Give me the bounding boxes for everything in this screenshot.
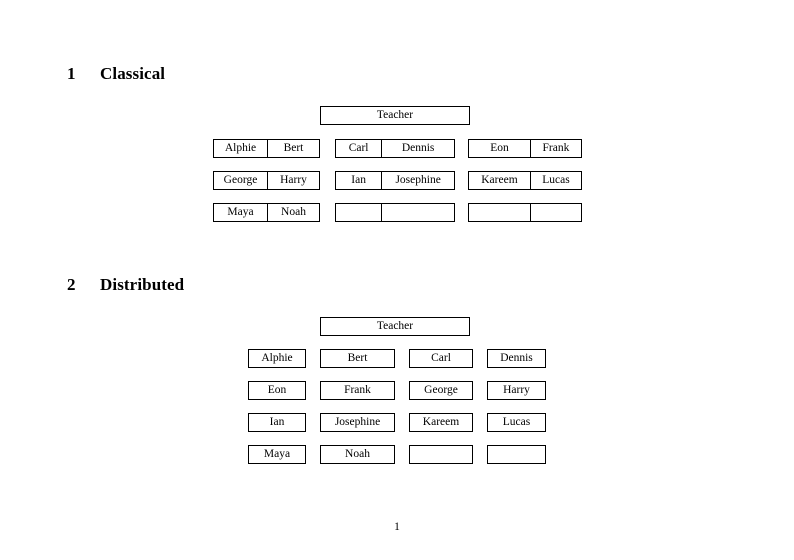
pair-box[interactable]: Ian Josephine [335,171,455,190]
student-box-empty[interactable] [487,445,546,464]
section-number: 2 [67,275,76,294]
pair-cell-left[interactable]: Ian [351,174,366,186]
pair-box[interactable]: Maya Noah [213,203,320,222]
pair-cell-left[interactable] [336,204,381,221]
pair-cell-right[interactable]: Bert [266,140,319,157]
student-box-empty[interactable] [409,445,473,464]
pair-box[interactable]: George Harry [213,171,320,190]
section-title: Distributed [100,275,185,294]
page-number: 1 [394,521,400,533]
student-box[interactable]: Kareem [409,413,473,432]
teacher-box-distributed[interactable]: Teacher [320,317,470,336]
student-box[interactable]: Harry [487,381,546,400]
pair-cell-left[interactable]: Kareem [481,174,518,186]
student-box[interactable]: George [409,381,473,400]
pair-cell-left[interactable]: Eon [490,142,509,154]
pair-box[interactable]: Eon Frank [468,139,582,158]
pair-cell-right[interactable]: Harry [266,172,319,189]
student-box[interactable]: Frank [320,381,395,400]
pair-box[interactable]: Kareem Lucas [468,171,582,190]
pair-cell-left[interactable]: Carl [348,142,369,154]
student-box[interactable]: Lucas [487,413,546,432]
student-box[interactable]: Josephine [320,413,395,432]
student-box[interactable]: Maya [248,445,306,464]
pair-box-empty[interactable] [335,203,455,222]
section-number: 1 [67,64,76,83]
pair-cell-right[interactable]: Noah [266,204,319,221]
pair-cell-left[interactable]: George [223,174,258,186]
pair-cell-right[interactable]: Josephine [381,172,454,189]
pair-cell-right[interactable]: Lucas [529,172,581,189]
student-box[interactable]: Carl [409,349,473,368]
teacher-box-classical[interactable]: Teacher [320,106,470,125]
student-box[interactable]: Ian [248,413,306,432]
student-box[interactable]: Eon [248,381,306,400]
student-box[interactable]: Noah [320,445,395,464]
pair-box-empty[interactable] [468,203,582,222]
pair-cell-right[interactable]: Dennis [381,140,454,157]
pair-box[interactable]: Alphie Bert [213,139,320,158]
section-title: Classical [100,64,166,83]
pair-cell-right[interactable]: Frank [529,140,581,157]
pair-cell-left[interactable] [469,204,530,221]
student-box[interactable]: Bert [320,349,395,368]
pair-cell-right[interactable] [529,204,581,221]
pair-cell-left[interactable]: Maya [227,206,254,218]
pair-cell-left[interactable]: Alphie [224,142,257,154]
pair-box[interactable]: Carl Dennis [335,139,455,158]
student-box[interactable]: Dennis [487,349,546,368]
pair-cell-right[interactable] [381,204,454,221]
student-box[interactable]: Alphie [248,349,306,368]
